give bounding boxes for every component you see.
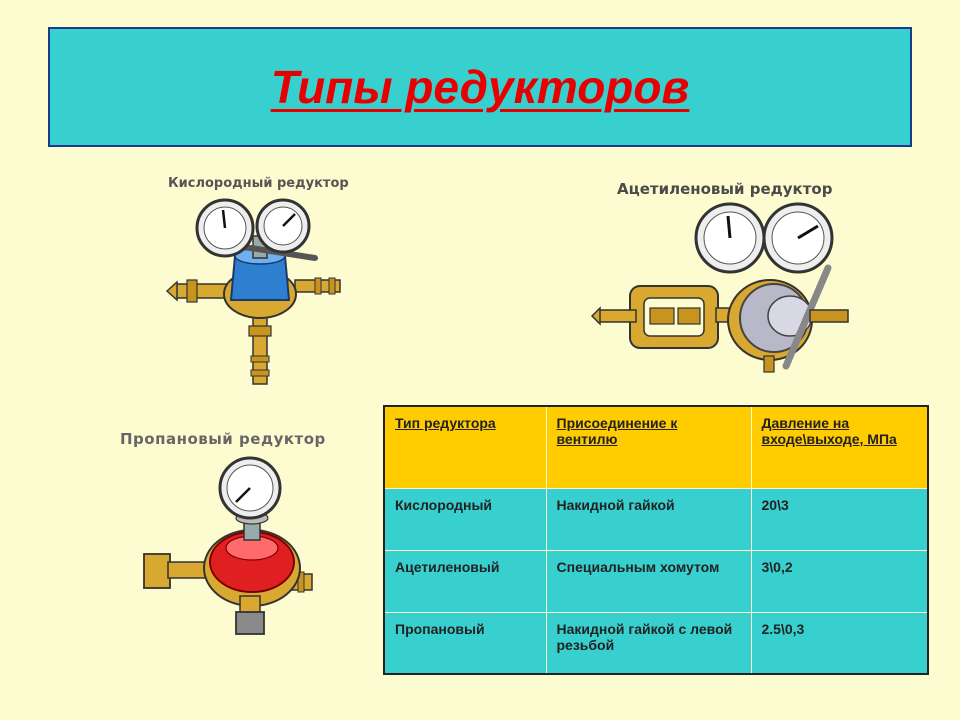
cell-pressure: 3\0,2 <box>750 549 929 613</box>
header-connection: Присоединение к вентилю <box>545 405 752 489</box>
acetylene-clamp-icon <box>590 285 719 349</box>
oxygen-caption: Кислородный редуктор <box>168 176 349 191</box>
cell-type: Пропановый <box>383 611 547 675</box>
cell-type: Кислородный <box>383 487 547 551</box>
propane-reducer-image <box>143 456 313 635</box>
oxygen-left-gauge-icon <box>195 198 255 258</box>
cell-connection: Специальным хомутом <box>545 549 752 613</box>
oxygen-outlet-nozzle-icon <box>294 277 341 295</box>
table-row: Кислородный Накидной гайкой 20\3 <box>383 487 929 551</box>
header-type: Тип редуктора <box>383 405 547 489</box>
oxygen-bottom-fitting-icon <box>248 313 272 385</box>
cell-type: Ацетиленовый <box>383 549 547 613</box>
reducer-specs-table: Тип редуктора Присоединение к вентилю Да… <box>383 405 929 675</box>
acetylene-reducer-image <box>590 202 849 373</box>
propane-inlet-nut-icon <box>143 553 213 589</box>
title-banner: Типы редукторов <box>48 27 912 147</box>
oxygen-reducer-image <box>165 198 341 385</box>
acetylene-caption: Ацетиленовый редуктор <box>617 180 833 198</box>
table-row: Ацетиленовый Специальным хомутом 3\0,2 <box>383 549 929 613</box>
page-title: Типы редукторов <box>270 61 690 113</box>
header-pressure: Давление на входе\выходе, МПа <box>750 405 929 489</box>
cell-connection: Накидной гайкой <box>545 487 752 551</box>
acetylene-left-gauge-icon <box>694 202 766 274</box>
table-row: Пропановый Накидной гайкой с левой резьб… <box>383 611 929 675</box>
cell-pressure: 2.5\0,3 <box>750 611 929 675</box>
acetylene-right-gauge-icon <box>762 202 834 274</box>
propane-gauge-icon <box>218 456 282 520</box>
cell-connection: Накидной гайкой с левой резьбой <box>545 611 752 675</box>
propane-bottom-nut-icon <box>235 595 265 635</box>
propane-caption: Пропановый редуктор <box>120 430 326 448</box>
oxygen-inlet-pipe-icon <box>165 279 231 303</box>
table-header-row: Тип редуктора Присоединение к вентилю Да… <box>383 405 929 489</box>
cell-pressure: 20\3 <box>750 487 929 551</box>
oxygen-right-gauge-icon <box>255 198 311 254</box>
acetylene-handle-icon <box>782 264 832 370</box>
